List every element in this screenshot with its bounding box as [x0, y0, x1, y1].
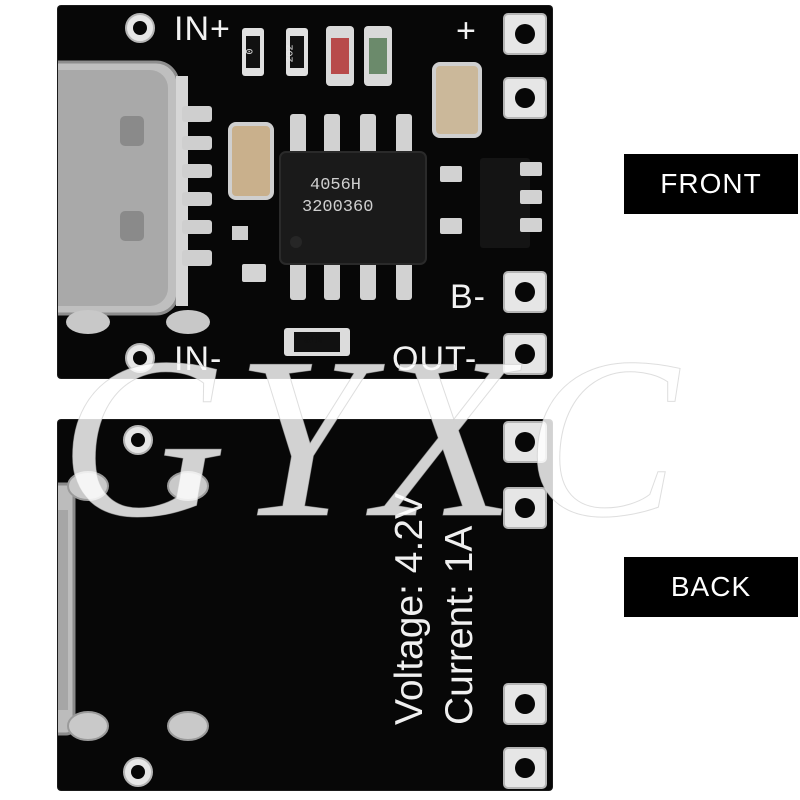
protection-ic [480, 158, 530, 248]
res-marking-01b: 01B [304, 336, 323, 347]
pin-in-minus-label: IN- [174, 340, 223, 378]
capacitor [432, 62, 482, 138]
front-label: FRONT [624, 154, 798, 214]
capacitor-2 [228, 122, 274, 200]
charger-ic [279, 151, 427, 265]
front-board: IN+ IN- + B- OUT- 4056H 3200360 0 202 01… [58, 6, 552, 378]
res-marking-202: 202 [285, 44, 297, 63]
pin-b-minus-label: B- [450, 278, 486, 316]
back-label: BACK [624, 557, 798, 617]
pin-in-plus-label: IN+ [174, 10, 231, 48]
chip-marking-line1: 4056H [310, 176, 362, 195]
pin-out-minus-label: OUT- [392, 340, 478, 378]
pin-plus-label: + [456, 12, 477, 50]
back-board: Voltage: 4.2V Current: 1A [58, 420, 552, 790]
front-board-components [58, 13, 547, 375]
res-marking-0: 0 [245, 48, 257, 55]
back-board-components [58, 421, 547, 789]
chip-marking-line2: 3200360 [302, 198, 374, 217]
watermark: GYXC [60, 310, 688, 566]
